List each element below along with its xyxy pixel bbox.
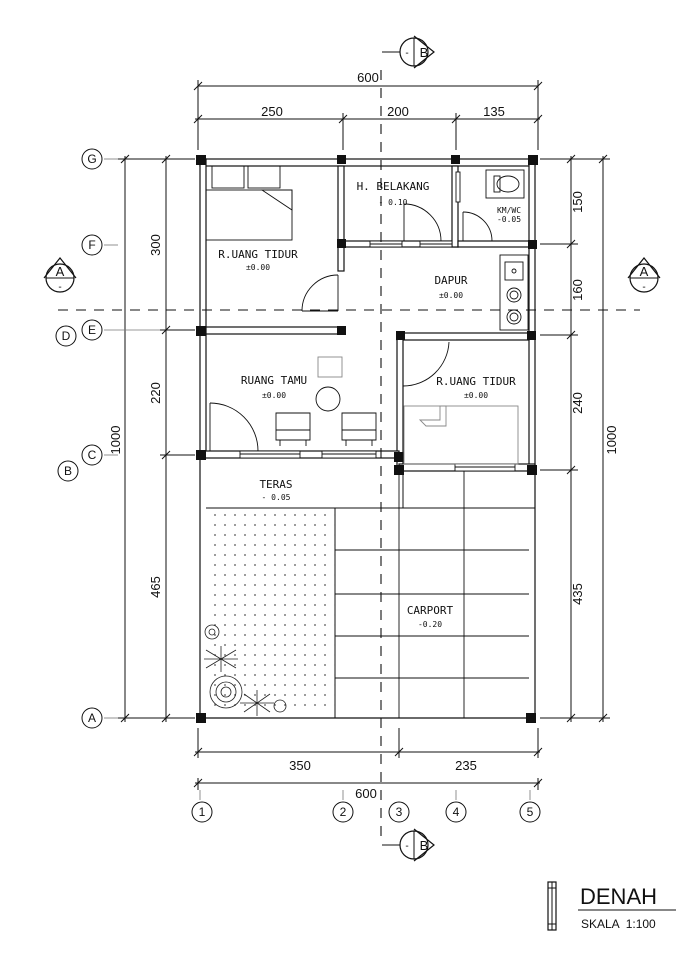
- svg-text:F: F: [88, 238, 95, 252]
- dim-right-seg-4: 435: [570, 583, 585, 605]
- room-labels: R.UANG TIDUR ±0.00 H. BELAKANG - 0.10 KM…: [218, 180, 521, 629]
- room-name-dapur: DAPUR: [434, 274, 467, 287]
- grid-bubble-5: 5: [519, 801, 541, 823]
- svg-text:B: B: [420, 45, 429, 60]
- room-level-bedroom-1: ±0.00: [246, 263, 270, 272]
- dim-right-total: 1000: [604, 426, 619, 455]
- room-level-teras: - 0.05: [262, 493, 291, 502]
- room-level-ruang-tamu: ±0.00: [262, 391, 286, 400]
- furniture: [205, 165, 529, 465]
- dimension-labels: 600 250 200 135 350 235 600 300 220 465 …: [108, 70, 619, 801]
- dim-top-total: 600: [357, 70, 379, 85]
- dim-right-seg-3: 240: [570, 392, 585, 414]
- grid-bubble-g: G: [81, 148, 103, 170]
- grid-bubble-a: A: [81, 707, 103, 729]
- room-name-ruang-tamu: RUANG TAMU: [241, 374, 307, 387]
- section-marker-a-right: A -: [627, 257, 661, 293]
- room-name-bedroom-2: R.UANG TIDUR: [436, 375, 516, 388]
- grid-bubble-4: 4: [445, 801, 467, 823]
- dim-right-seg-1: 150: [570, 191, 585, 213]
- svg-text:4: 4: [453, 805, 460, 819]
- room-level-bedroom-2: ±0.00: [464, 391, 488, 400]
- drawing-title: DENAH: [580, 884, 657, 909]
- room-name-carport: CARPORT: [407, 604, 454, 617]
- svg-text:B: B: [420, 838, 429, 853]
- grid-bubble-3: 3: [388, 801, 410, 823]
- room-name-bedroom-1: R.UANG TIDUR: [218, 248, 298, 261]
- room-name-kmwc: KM/WC: [497, 206, 521, 215]
- room-level-h-belakang: - 0.10: [379, 198, 408, 207]
- svg-text:-: -: [405, 48, 408, 59]
- svg-text:D: D: [62, 329, 71, 343]
- windows: [239, 171, 516, 472]
- room-name-teras: TERAS: [259, 478, 292, 491]
- doors: [209, 203, 493, 452]
- section-lines: [58, 70, 640, 840]
- room-level-dapur: ±0.00: [439, 291, 463, 300]
- svg-text:G: G: [87, 152, 96, 166]
- drawing-scale: SKALA 1:100: [581, 917, 656, 931]
- dim-left-seg-1: 300: [148, 234, 163, 256]
- dim-left-seg-3: 465: [148, 576, 163, 598]
- dim-top-seg-3: 135: [483, 104, 505, 119]
- section-marker-b-bottom: B -: [382, 828, 435, 862]
- room-level-kmwc: -0.05: [497, 215, 521, 224]
- svg-text:-: -: [405, 841, 408, 852]
- section-marker-b-top: B -: [382, 35, 435, 69]
- room-name-h-belakang: H. BELAKANG: [357, 180, 430, 193]
- garden: [204, 514, 335, 716]
- svg-text:A: A: [640, 264, 649, 279]
- dim-top-seg-2: 200: [387, 104, 409, 119]
- dim-bottom-total: 600: [355, 786, 377, 801]
- svg-text:E: E: [88, 323, 96, 337]
- dim-bottom-seg-1: 350: [289, 758, 311, 773]
- carport-tiles: [335, 471, 529, 718]
- dim-right-seg-2: 160: [570, 279, 585, 301]
- room-level-carport: -0.20: [418, 620, 442, 629]
- grid-bubble-1: 1: [191, 801, 213, 823]
- grid-bubble-b: B: [57, 460, 79, 482]
- svg-text:-: -: [642, 282, 645, 293]
- svg-text:-: -: [58, 282, 61, 293]
- title-block: DENAH SKALA 1:100: [547, 881, 676, 931]
- svg-text:A: A: [56, 264, 65, 279]
- svg-text:3: 3: [396, 805, 403, 819]
- section-marker-a-left: A -: [43, 257, 77, 293]
- svg-text:5: 5: [527, 805, 534, 819]
- grid-bubbles-cols: 1 2 3 4 5: [191, 801, 541, 823]
- grid-bubbles-rows: G F E D C B A: [55, 148, 103, 729]
- svg-text:C: C: [88, 448, 97, 462]
- dim-top-seg-1: 250: [261, 104, 283, 119]
- dimension-lines: [118, 80, 610, 790]
- svg-text:B: B: [64, 464, 72, 478]
- svg-text:2: 2: [340, 805, 347, 819]
- grid-bubble-e: E: [81, 319, 103, 341]
- dim-left-seg-2: 220: [148, 382, 163, 404]
- svg-text:1: 1: [199, 805, 206, 819]
- structural-columns: [196, 155, 538, 723]
- grid-bubble-c: C: [81, 444, 103, 466]
- dim-bottom-seg-2: 235: [455, 758, 477, 773]
- svg-text:A: A: [88, 711, 96, 725]
- grid-bubble-2: 2: [332, 801, 354, 823]
- grid-bubble-d: D: [55, 325, 77, 347]
- grid-leaders: [104, 158, 531, 800]
- dim-left-total: 1000: [108, 426, 123, 455]
- grid-bubble-f: F: [81, 234, 103, 256]
